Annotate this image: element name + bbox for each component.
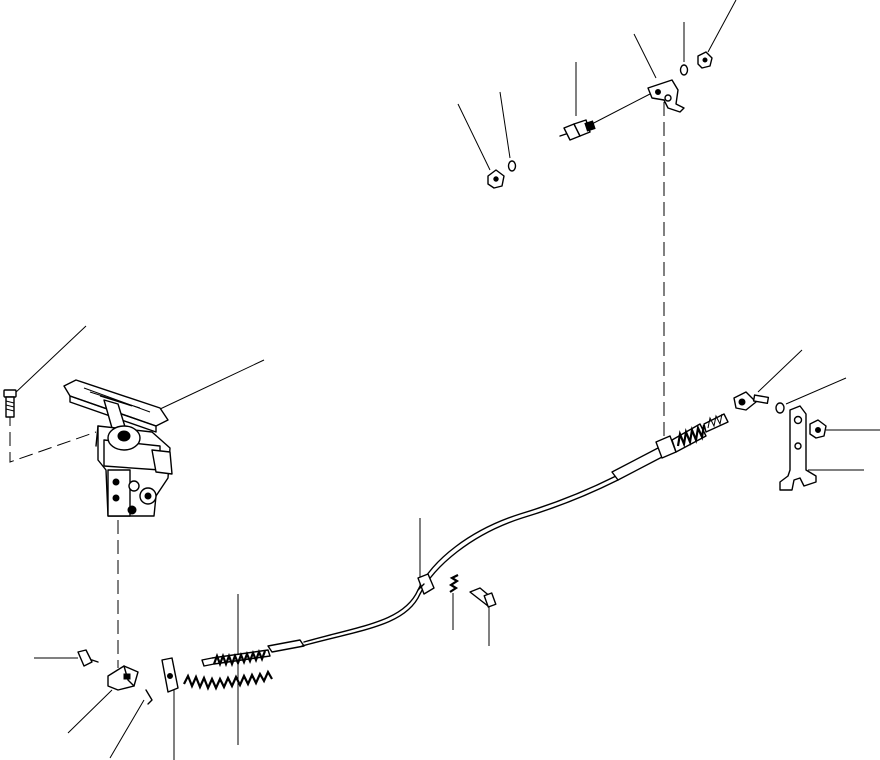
leader-screw-to-bracket [587, 93, 651, 127]
lock-nut [809, 419, 827, 439]
leader-cotter-pin [109, 699, 145, 759]
alignment-lines [9, 102, 665, 668]
cable-bracket [647, 79, 685, 113]
cable-end-clevis [107, 665, 139, 691]
cable-lower-end [183, 639, 305, 691]
leader-nut-left [457, 103, 491, 171]
clamp [417, 573, 435, 595]
leader-pedal-bolt [13, 325, 87, 395]
leader-ball-joint [757, 349, 803, 393]
leader-ball-joint-washer [785, 377, 847, 405]
leader-lines [13, 0, 880, 760]
accelerator-pedal-assembly [63, 379, 173, 517]
cotter-pin [145, 689, 153, 705]
clamp-bolt [469, 587, 497, 608]
leader-clevis [67, 689, 113, 734]
leader-upper-bracket [633, 33, 657, 79]
leader-upper-nut [707, 0, 737, 53]
pedal-mounting-bolt [3, 389, 17, 418]
pin [77, 649, 99, 667]
leader-pedal-assembly [157, 359, 265, 411]
upper-washer [679, 64, 689, 76]
mounting-plate [161, 657, 179, 693]
upper-left-nut [487, 169, 505, 189]
engine-side-bracket [779, 405, 817, 491]
upper-nut [697, 51, 713, 69]
washer [775, 402, 785, 414]
accelerator-control-cable [301, 475, 619, 647]
cable-upper-end [611, 413, 729, 481]
spring [448, 574, 460, 593]
adjusting-screw [559, 119, 596, 141]
ball-joint-end [733, 391, 770, 411]
align-pedal-bolt [9, 412, 97, 463]
leader-washer-left [499, 91, 511, 159]
upper-left-washer [507, 160, 517, 172]
